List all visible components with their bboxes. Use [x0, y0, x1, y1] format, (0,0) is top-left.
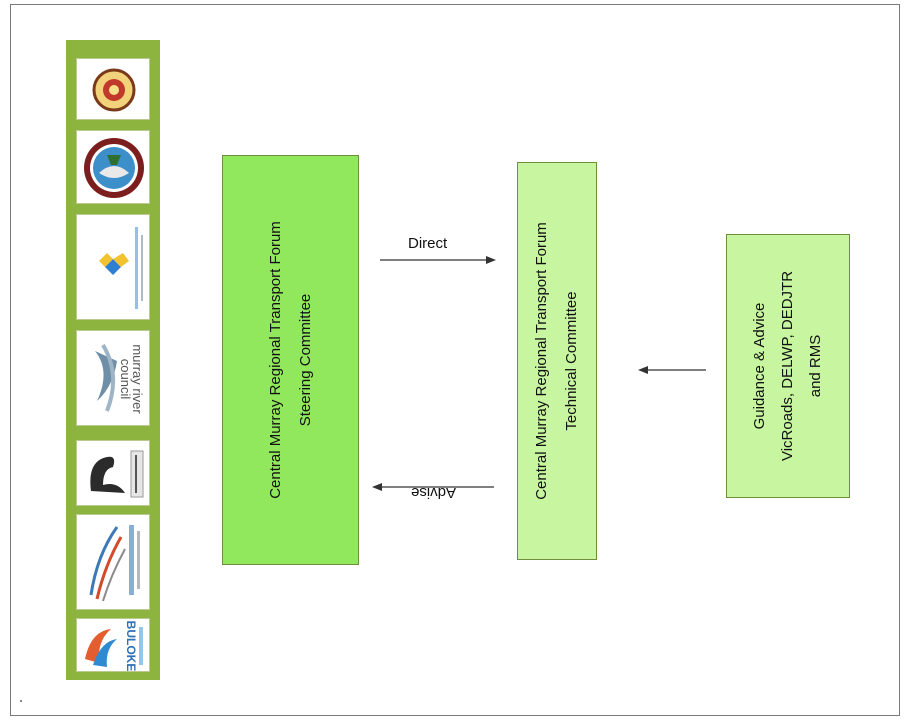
steering-committee-title: Central Murray Regional Transport Forum: [266, 221, 284, 499]
gannawarra-shire-logo: [76, 514, 150, 610]
direct-label: Direct: [408, 235, 448, 252]
technical-committee-title: Central Murray Regional Transport Forum: [533, 222, 550, 500]
guidance-advice-text: Guidance & Advice VicRoads, DELWP, DEDJT…: [746, 271, 830, 461]
guidance-advice-box: Guidance & Advice VicRoads, DELWP, DEDJT…: [726, 234, 850, 498]
steering-committee-text: Central Murray Regional Transport Forum …: [261, 221, 321, 499]
council-logo-strip: murray river council BULOKE: [66, 40, 160, 680]
edward-river-council-logo: [76, 214, 150, 320]
murray-river-icon: murray river council: [95, 343, 145, 414]
gannawarra-icon: [89, 525, 140, 602]
swan-icon: [90, 450, 144, 498]
technical-committee-text: Central Murray Regional Transport Forum …: [527, 222, 587, 500]
technical-committee-subtitle: Technical Committee: [563, 291, 580, 431]
buloke-shire-logo: BULOKE: [76, 618, 150, 672]
technical-committee-box: Central Murray Regional Transport Forum …: [517, 162, 597, 560]
council-seal-logo-2: [76, 130, 150, 204]
swan-hill-council-logo: [76, 440, 150, 506]
advise-label: Advise: [411, 484, 457, 501]
guidance-title: Guidance & Advice: [751, 302, 768, 430]
steering-committee-subtitle: Steering Committee: [296, 293, 314, 427]
guidance-agencies-cont: and RMS: [807, 334, 824, 398]
steering-committee-box: Central Murray Regional Transport Forum …: [222, 155, 359, 565]
direct-arrow: [380, 256, 496, 264]
council-seal-logo-1: [76, 58, 150, 120]
guidance-agencies: VicRoads, DELWP, DEDJTR: [779, 270, 796, 462]
murray-river-wordmark: murray river: [130, 344, 145, 414]
buloke-wordmark: BULOKE: [124, 621, 138, 672]
svg-text:council: council: [118, 359, 133, 400]
buloke-icon: BULOKE: [85, 621, 143, 672]
guidance-arrow: [638, 366, 706, 374]
stray-dot: [20, 700, 22, 702]
seal-icon: [92, 68, 136, 112]
emblem-icon: [84, 138, 144, 198]
river-logo-icon: [99, 227, 143, 309]
murray-river-council-logo: murray river council: [76, 330, 150, 426]
advise-arrow: [372, 483, 494, 491]
